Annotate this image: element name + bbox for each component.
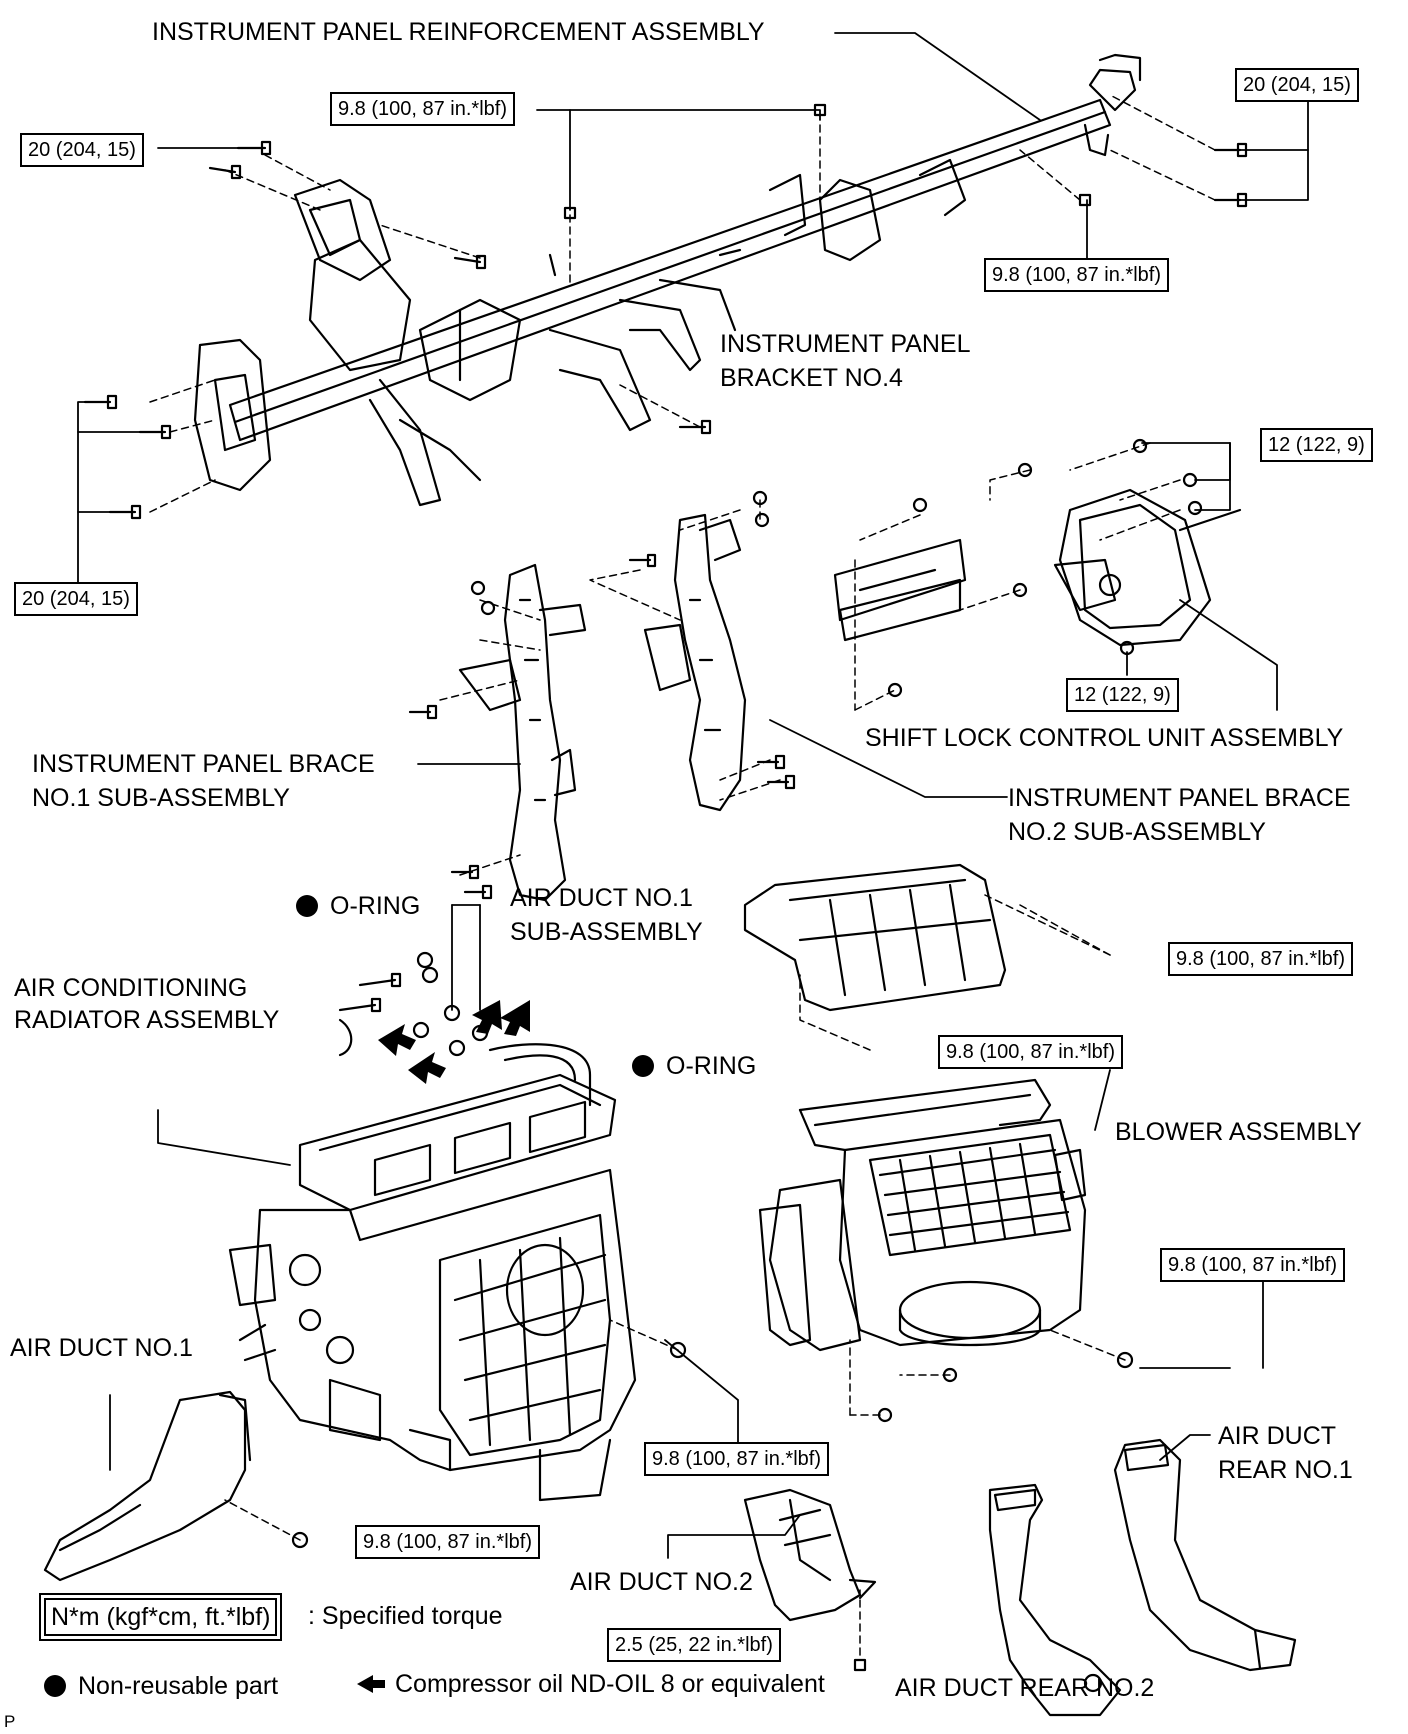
blower-assembly	[758, 1078, 1134, 1423]
label-air-duct-no2: AIR DUCT NO.2	[570, 1568, 753, 1596]
torque-shift-bottom: 12 (122, 9)	[1066, 678, 1179, 712]
ip-brace-no1	[458, 563, 587, 902]
non-reusable-dot-icon	[296, 895, 318, 917]
label-ac-radiator-line1: AIR CONDITIONING	[14, 974, 248, 1002]
air-duct-no1-sub	[743, 863, 1007, 1012]
label-ip-brace-no2-line1: INSTRUMENT PANEL BRACE	[1008, 784, 1351, 812]
oil-arrows	[378, 1000, 530, 1084]
legend-unit-box: N*m (kgf*cm, ft.*lbf)	[44, 1598, 278, 1636]
label-air-duct-no1-sub-line2: SUB-ASSEMBLY	[510, 918, 703, 946]
label-o-ring-top: O-RING	[296, 890, 420, 923]
o-ring-bottom-text: O-RING	[666, 1052, 757, 1080]
torque-air-duct-no2: 2.5 (25, 22 in.*lbf)	[607, 1628, 781, 1662]
label-ac-radiator-line2: RADIATOR ASSEMBLY	[14, 1006, 280, 1034]
air-duct-rear-no2	[988, 1483, 1122, 1717]
air-duct-rear-no1	[1113, 1438, 1297, 1672]
bolts-top	[83, 103, 1248, 520]
legend-compressor-oil: Compressor oil ND-OIL 8 or equivalent	[357, 1668, 825, 1701]
ac-radiator-unit	[228, 1043, 687, 1502]
torque-radiator: 9.8 (100, 87 in.*lbf)	[644, 1442, 829, 1476]
torque-top-right: 20 (204, 15)	[1235, 68, 1359, 102]
torque-air-duct-no1: 9.8 (100, 87 in.*lbf)	[355, 1525, 540, 1559]
air-duct-no2	[743, 1488, 877, 1672]
label-air-duct-no1: AIR DUCT NO.1	[10, 1334, 193, 1362]
ip-brace-no2	[643, 513, 747, 812]
label-blower: BLOWER ASSEMBLY	[1115, 1118, 1362, 1146]
nuts-brace	[408, 490, 796, 900]
air-duct-no1	[43, 1390, 309, 1582]
label-ip-bracket-no4-line1: INSTRUMENT PANEL	[720, 330, 971, 358]
label-ip-brace-no1-line1: INSTRUMENT PANEL BRACE	[32, 750, 375, 778]
label-shift-lock-unit: SHIFT LOCK CONTROL UNIT ASSEMBLY	[865, 724, 1344, 752]
legend-non-reusable: Non-reusable part	[44, 1670, 278, 1703]
legend-compressor-oil-text: Compressor oil ND-OIL 8 or equivalent	[395, 1670, 825, 1698]
torque-blower: 9.8 (100, 87 in.*lbf)	[1160, 1248, 1345, 1282]
legend-unit-desc: : Specified torque	[308, 1602, 503, 1630]
dashed-lines	[149, 94, 1216, 1656]
label-ip-brace-no1-line2: NO.1 SUB-ASSEMBLY	[32, 784, 290, 812]
label-air-duct-rear-no1-line1: AIR DUCT	[1218, 1422, 1337, 1450]
torque-left-low: 20 (204, 15)	[14, 582, 138, 616]
label-air-duct-rear-no1-line2: REAR NO.1	[1218, 1456, 1353, 1484]
legend-non-reusable-text: Non-reusable part	[78, 1672, 279, 1700]
label-air-duct-no1-sub-line1: AIR DUCT NO.1	[510, 884, 693, 912]
non-reusable-dot-icon	[632, 1055, 654, 1077]
label-o-ring-bottom: O-RING	[632, 1050, 756, 1083]
torque-air-duct-no1-sub: 9.8 (100, 87 in.*lbf)	[1168, 942, 1353, 976]
oil-arrow-tail-icon	[373, 1680, 385, 1688]
torque-air-duct-no1-sub-lower: 9.8 (100, 87 in.*lbf)	[938, 1035, 1123, 1069]
non-reusable-dot-icon	[44, 1675, 66, 1697]
shift-lock-unit	[833, 438, 1242, 698]
torque-shift-top: 12 (122, 9)	[1260, 428, 1373, 462]
torque-top-left: 20 (204, 15)	[20, 133, 144, 167]
o-ring-top-text: O-RING	[330, 892, 421, 920]
torque-top-mid: 9.8 (100, 87 in.*lbf)	[330, 92, 515, 126]
label-ip-reinforcement: INSTRUMENT PANEL REINFORCEMENT ASSEMBLY	[152, 18, 765, 46]
label-air-duct-rear-no2: AIR DUCT REAR NO.2	[895, 1674, 1155, 1702]
label-ip-brace-no2-line2: NO.2 SUB-ASSEMBLY	[1008, 818, 1266, 846]
page-code: P	[4, 1712, 16, 1731]
label-ip-bracket-no4-line2: BRACKET NO.4	[720, 364, 903, 392]
torque-right-mid: 9.8 (100, 87 in.*lbf)	[984, 258, 1169, 292]
ip-reinforcement-beam	[193, 53, 1142, 507]
oil-arrow-icon	[357, 1675, 373, 1693]
